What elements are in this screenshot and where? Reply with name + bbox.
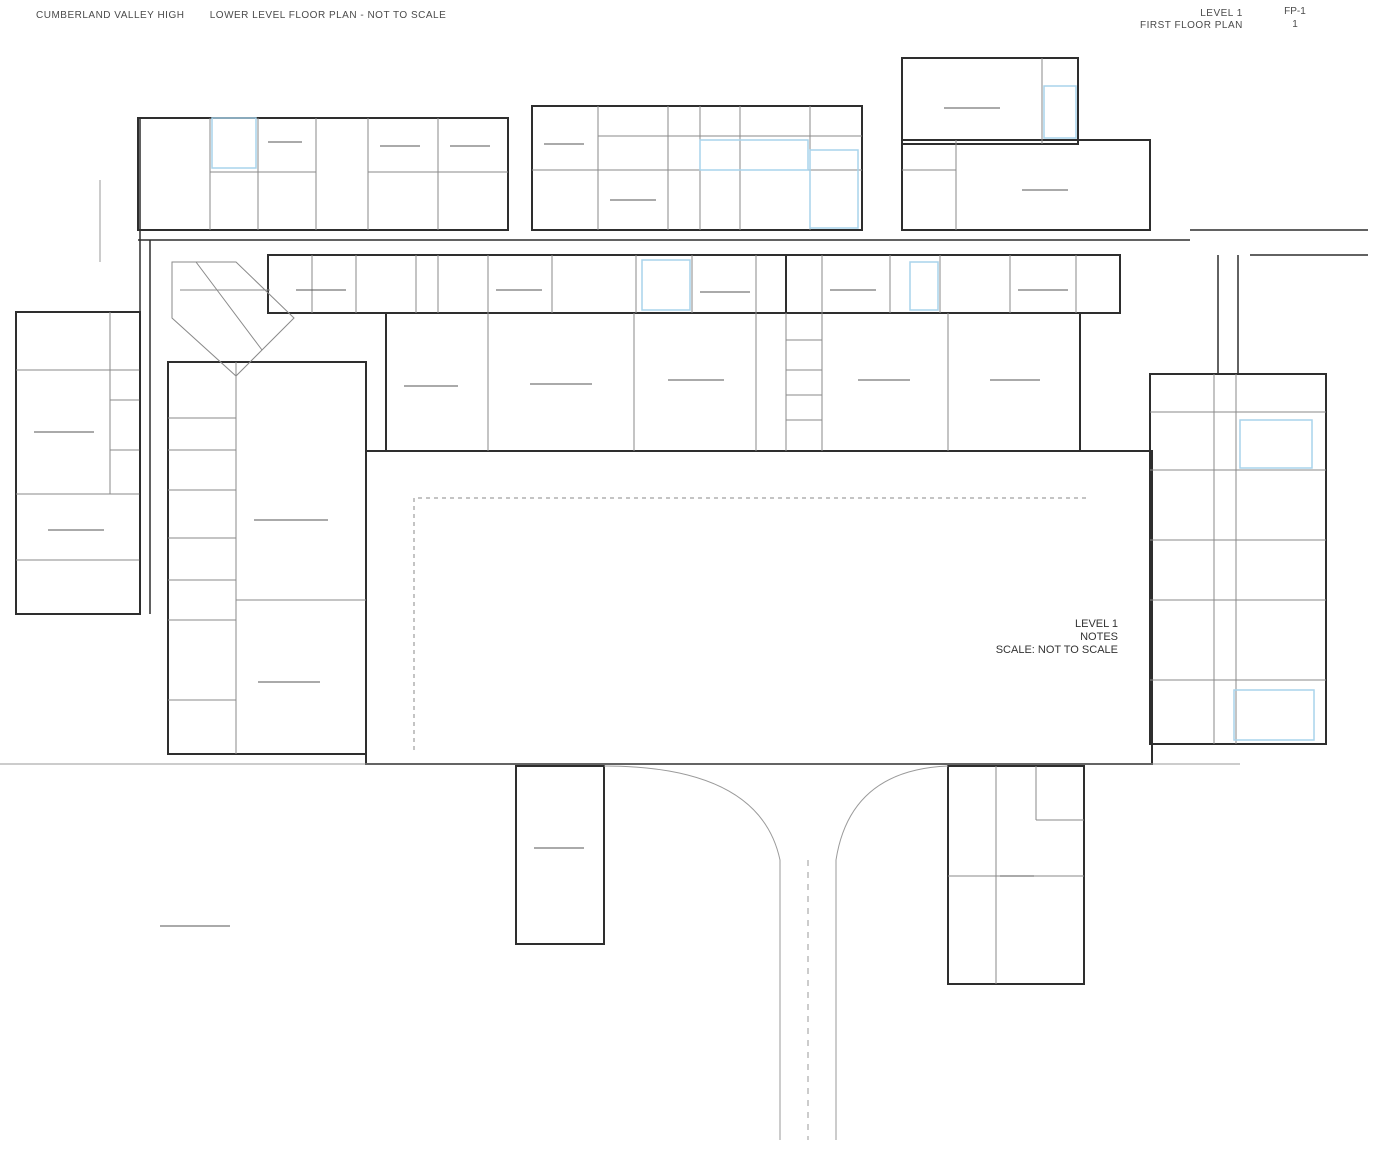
corridor-lines [138,118,1368,614]
east-wing [1149,373,1327,745]
classroom-block [385,312,1081,452]
sheet-level-line-1: LEVEL 1 [1200,8,1243,19]
sheet-title-school: CUMBERLAND VALLEY HIGH [36,10,185,21]
interior-partitions [16,58,1326,984]
sheet-number: FP-1 [1284,6,1306,17]
plan-note-block: LEVEL 1 NOTES SCALE: NOT TO SCALE [988,618,1118,657]
south-pavilion-west [515,765,605,945]
south-pavilion-east [947,765,1085,985]
sheet-title-subtitle: LOWER LEVEL FLOOR PLAN - NOT TO SCALE [209,10,447,21]
north-east-upper-block [901,57,1079,145]
west-inner-wing [167,361,367,755]
sheet-title: CUMBERLAND VALLEY HIGH LOWER LEVEL FLOOR… [36,10,468,21]
courtyard-canopy-outline [413,497,1088,750]
corridor-room-row-west [267,254,787,314]
north-central-block [531,105,863,231]
highlighted-rooms [211,85,1315,741]
north-east-lower-block [901,139,1151,231]
room-label-marks [34,107,1068,927]
north-west-block [137,117,509,231]
sheet-level-line-2: FIRST FLOOR PLAN [1140,20,1243,31]
note-line-2: NOTES [1080,631,1118,643]
west-wing [15,311,141,615]
diagonal-stair-wing [171,261,295,377]
sheet-number-box: FP-1 1 [1270,5,1320,35]
note-line-3: SCALE: NOT TO SCALE [995,644,1118,656]
building-walls [15,57,1327,985]
sheet-index: 1 [1292,19,1298,30]
sheet-level-label: LEVEL 1 FIRST FLOOR PLAN [1140,8,1243,32]
note-line-1: LEVEL 1 [1074,618,1118,630]
corridor-room-row-east [785,254,1121,314]
site-lines [0,180,1240,1140]
